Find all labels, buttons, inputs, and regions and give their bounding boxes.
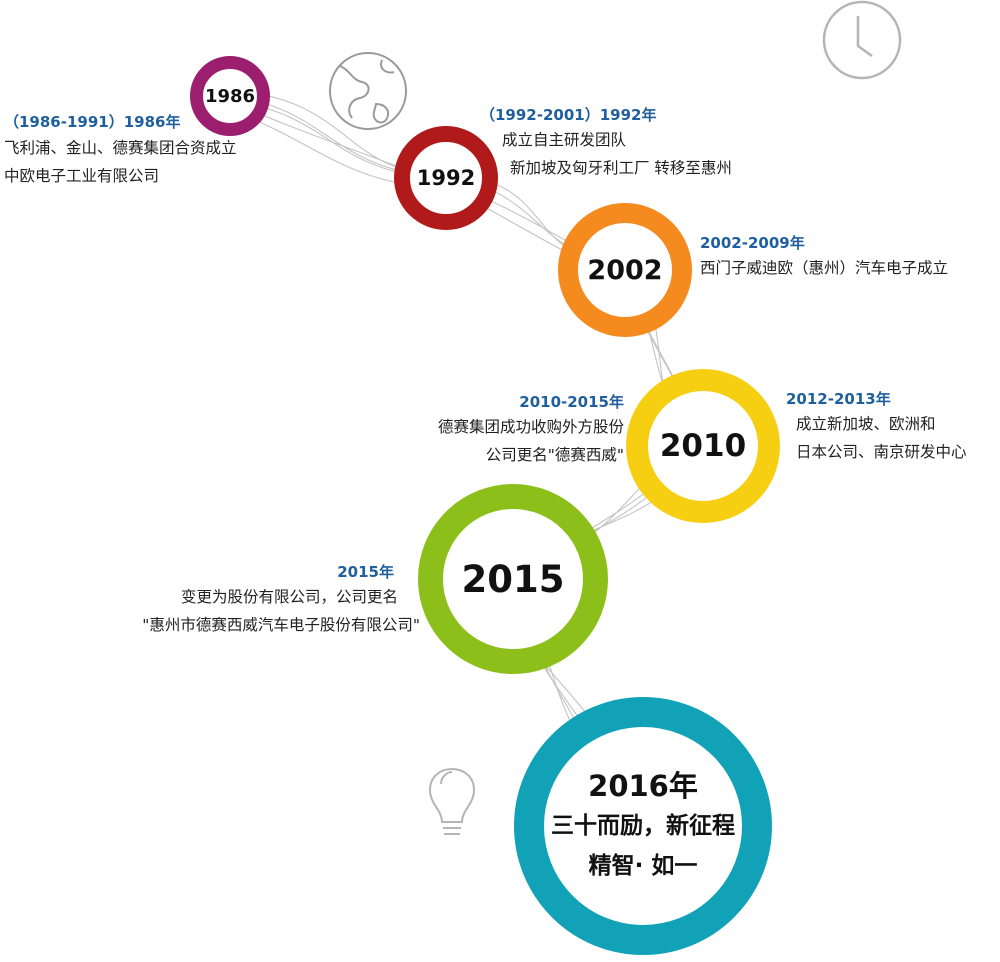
milestone-2016-line2: 精智· 如一 [588, 853, 698, 879]
note-2002-line: 西门子威迪欧（惠州）汽车电子成立 [700, 259, 949, 277]
milestone-2015-label: 2015 [461, 557, 565, 601]
note-2010-left-line: 公司更名"德赛西威" [485, 446, 624, 464]
note-2015-year: 2015年 [337, 563, 394, 581]
note-2002: 2002-2009年 西门子威迪欧（惠州）汽车电子成立 [700, 232, 948, 282]
note-1986-line: 中欧电子工业有限公司 [4, 167, 160, 185]
note-1992-line: 成立自主研发团队 [502, 131, 627, 149]
note-1992-year: （1992-2001）1992年 [480, 106, 657, 124]
note-1986-year: （1986-1991）1986年 [4, 113, 181, 131]
note-1986-line: 飞利浦、金山、德赛集团合资成立 [4, 139, 237, 157]
milestone-1992-label: 1992 [416, 166, 476, 190]
milestone-2002: 2002 [558, 203, 692, 337]
note-2010-right-year: 2012-2013年 [786, 390, 891, 408]
note-1992-line: 新加坡及匈牙利工厂 转移至惠州 [510, 159, 732, 177]
clock-icon [822, 0, 902, 80]
note-2010-right-line: 成立新加坡、欧洲和 [796, 415, 936, 433]
note-2010-right: 2012-2013年 成立新加坡、欧洲和 日本公司、南京研发中心 [786, 388, 967, 466]
note-2010-right-line: 日本公司、南京研发中心 [796, 443, 967, 461]
note-1992: （1992-2001）1992年 成立自主研发团队 新加坡及匈牙利工厂 转移至惠… [480, 104, 732, 182]
milestone-2002-label: 2002 [587, 254, 663, 286]
note-2010-left-year: 2010-2015年 [519, 393, 624, 411]
lightbulb-icon [428, 768, 476, 835]
milestone-2010: 2010 [626, 369, 780, 523]
note-2015-line: 变更为股份有限公司，公司更名 [180, 588, 398, 606]
globe-icon [329, 52, 407, 130]
milestone-2016: 2016年 三十而励，新征程 精智· 如一 [514, 697, 772, 955]
note-2010-left-line: 德赛集团成功收购外方股份 [437, 418, 624, 436]
note-2015-line: "惠州市德赛西威汽车电子股份有限公司" [142, 616, 420, 634]
milestone-1986-label: 1986 [204, 85, 256, 107]
note-2010-left: 2010-2015年 德赛集团成功收购外方股份 公司更名"德赛西威" [386, 391, 624, 469]
note-2002-year: 2002-2009年 [700, 234, 805, 252]
milestone-2015: 2015 [418, 484, 608, 674]
milestone-2016-line1: 三十而励，新征程 [551, 813, 735, 839]
milestone-2010-label: 2010 [659, 428, 747, 464]
note-2015: 2015年 变更为股份有限公司，公司更名 "惠州市德赛西威汽车电子股份有限公司" [80, 561, 420, 639]
milestone-2016-year: 2016年 [588, 769, 698, 803]
note-1986: （1986-1991）1986年 飞利浦、金山、德赛集团合资成立 中欧电子工业有… [4, 110, 237, 190]
